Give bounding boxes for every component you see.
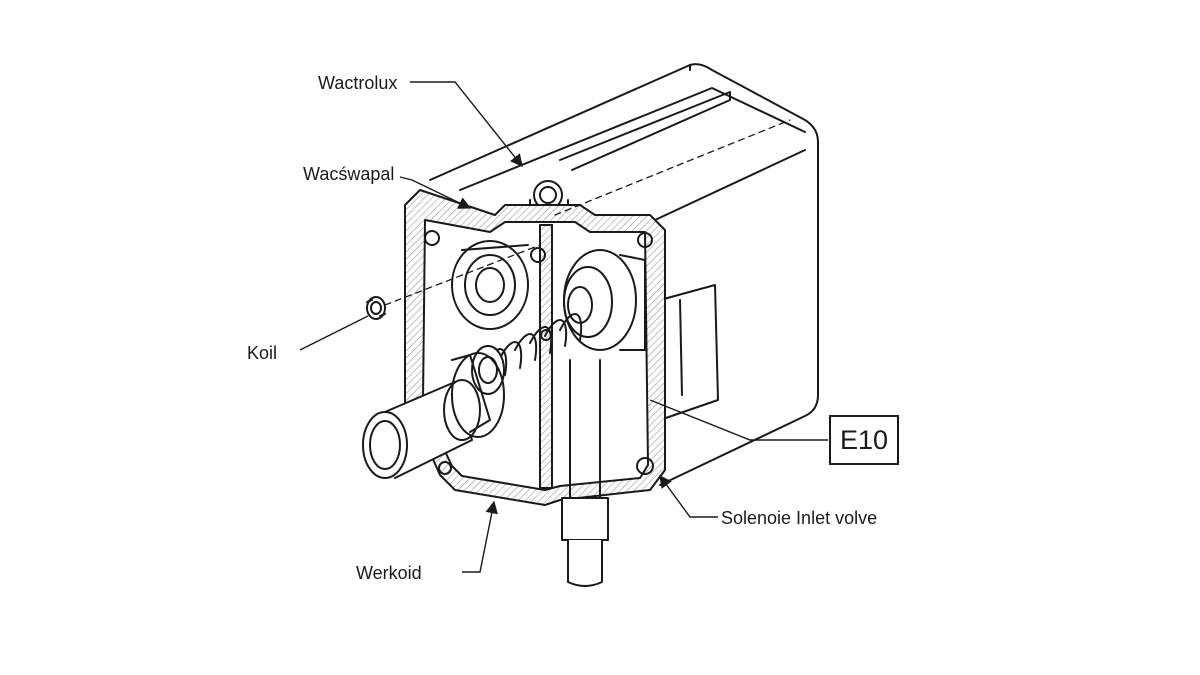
- label-top: Wactrolux: [318, 73, 398, 93]
- leader-left: [299, 315, 369, 351]
- label-left: Koil: [247, 343, 278, 363]
- leader-upper-left: [399, 176, 472, 209]
- leader-top: [410, 81, 523, 167]
- front-frame: [404, 189, 666, 506]
- label-upper-left: Wacśwapal: [303, 164, 395, 184]
- inlet-pipe: [362, 352, 505, 479]
- upper-bushing: [451, 240, 529, 330]
- reference-code: E10: [839, 424, 889, 455]
- leader-ref: [649, 399, 828, 441]
- guide-line-koil: [384, 244, 541, 306]
- outlet-pipe: [561, 359, 609, 587]
- leader-bottom: [462, 500, 498, 573]
- label-bottom: Werkoid: [356, 563, 422, 583]
- reference-code-box: E10: [829, 415, 899, 465]
- label-right: Solenoie Inlet volve: [721, 508, 878, 528]
- guide-line-top: [554, 119, 791, 216]
- leader-right: [659, 474, 718, 518]
- koil-ring: [366, 296, 386, 320]
